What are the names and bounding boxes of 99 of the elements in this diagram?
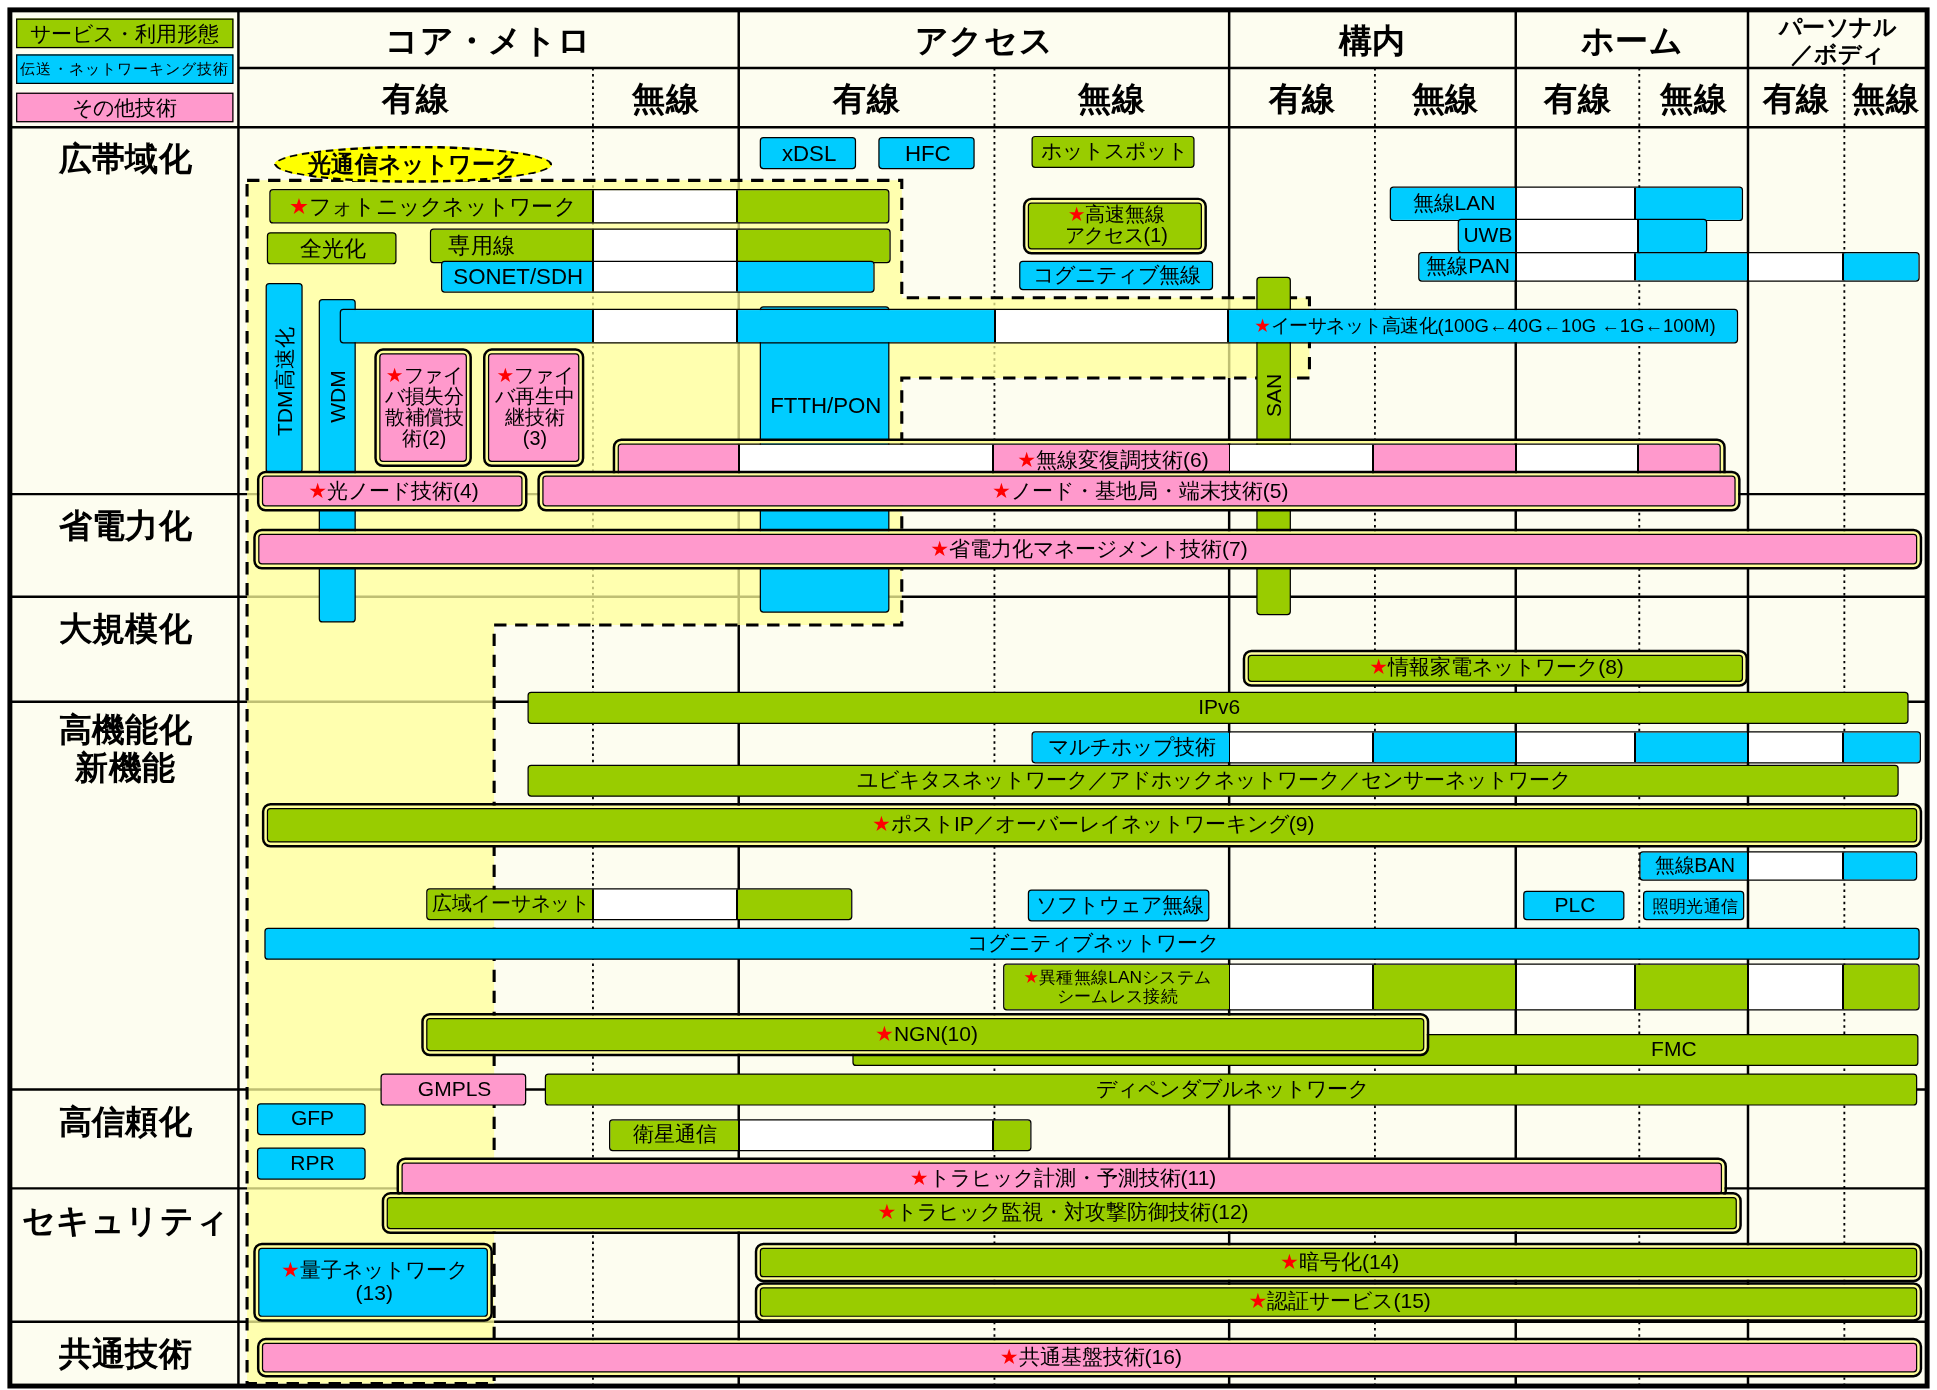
column-header: 無線 bbox=[1852, 79, 1920, 120]
bar-label: ★ファイバ損失分散補償技術(2) bbox=[383, 366, 465, 450]
technology-bar bbox=[1639, 851, 1918, 881]
row-header: 省電力化 bbox=[58, 506, 193, 547]
bar-label: UWB bbox=[1463, 224, 1513, 247]
bar-label: PLC bbox=[1554, 894, 1596, 917]
technology-bar bbox=[441, 260, 875, 293]
bar-label: ★省電力化マネージメント技術(7) bbox=[930, 538, 1248, 561]
bar-label: ★フォトニックネットワーク bbox=[288, 194, 576, 218]
technology-bar bbox=[1019, 260, 1214, 291]
bar-label: ★暗号化(14) bbox=[1280, 1251, 1400, 1274]
technology-bar bbox=[609, 1119, 1032, 1152]
bar-label: ★ノード・基地局・端末技術(5) bbox=[991, 480, 1289, 503]
legend-label: サービス・利用形態 bbox=[30, 20, 220, 48]
row-header: セキュリティ bbox=[21, 1201, 230, 1242]
bar-label: ディペンダブルネットワーク bbox=[1095, 1078, 1369, 1101]
bar-label: GMPLS bbox=[417, 1078, 492, 1101]
bar-label: ★共通基盤技術(16) bbox=[999, 1346, 1182, 1369]
column-header: パーソナル／ボディ bbox=[1777, 13, 1898, 68]
bar-label: ★異種無線LANシステムシームレス接続 bbox=[1022, 968, 1213, 1006]
technology-bar bbox=[1031, 731, 1921, 764]
bar-label: RPR bbox=[290, 1152, 335, 1175]
bar-label: TDM高速化 bbox=[274, 326, 297, 436]
technology-bar bbox=[878, 137, 975, 170]
bar-label: ★無線変復調技術(6) bbox=[1017, 449, 1209, 472]
column-header: 有線 bbox=[1268, 79, 1336, 120]
bar-label: FMC bbox=[1651, 1039, 1697, 1062]
bar-label: IPv6 bbox=[1198, 696, 1241, 719]
technology-bar bbox=[527, 691, 1909, 724]
bar-label: ★光ノード技術(4) bbox=[308, 480, 479, 503]
technology-bar bbox=[429, 228, 891, 264]
bar-label: ★情報家電ネットワーク(8) bbox=[1369, 657, 1624, 680]
technology-bar bbox=[266, 232, 397, 265]
bar-label: 無線LAN bbox=[1412, 192, 1496, 215]
row-header: 広帯域化 bbox=[58, 139, 193, 180]
technology-bar bbox=[269, 189, 890, 224]
technology-bar bbox=[544, 1073, 1918, 1106]
bar-label: ★ファイバ再生中継技術(3) bbox=[494, 366, 576, 450]
bar-label: ★ポストIP／オーバーレイネットワーキング(9) bbox=[872, 814, 1315, 837]
column-header: ホーム bbox=[1580, 20, 1684, 61]
column-header: アクセス bbox=[914, 20, 1054, 61]
bar-label: ★イーサネット高速化(100G←40G←10G ←1G←100M) bbox=[1254, 316, 1716, 336]
technology-bar bbox=[256, 1103, 366, 1136]
bar-label: 衛星通信 bbox=[633, 1124, 718, 1147]
technology-bar bbox=[759, 137, 857, 170]
row-header: 高信頼化 bbox=[58, 1102, 193, 1143]
column-header: 無線 bbox=[1412, 79, 1479, 120]
column-header: コア・メトロ bbox=[385, 20, 592, 61]
technology-bar bbox=[1027, 889, 1210, 922]
bar-label: 照明光通信 bbox=[1651, 896, 1739, 915]
technology-bar bbox=[426, 888, 853, 921]
bar-label: ★NGN(10) bbox=[875, 1023, 978, 1046]
row-header: 高機能化新機能 bbox=[57, 711, 194, 789]
bar-label: FTTH/PON bbox=[770, 394, 882, 418]
column-header: 有線 bbox=[1544, 79, 1611, 120]
technology-bar bbox=[339, 308, 1739, 344]
bar-label: コグニティブ無線 bbox=[1033, 264, 1202, 287]
column-header: 有線 bbox=[1762, 79, 1830, 120]
bar-label: 広域イーサネット bbox=[431, 893, 590, 915]
technology-bar bbox=[1457, 218, 1708, 254]
row-header: 共通技術 bbox=[58, 1334, 193, 1375]
bar-label: ホットスポット bbox=[1040, 140, 1188, 163]
bar-label: ★高速無線アクセス(1) bbox=[1063, 205, 1169, 247]
column-header: 無線 bbox=[1660, 79, 1727, 120]
bar-label: 全光化 bbox=[299, 236, 367, 260]
bar-label: 無線BAN bbox=[1654, 855, 1735, 877]
technology-bar bbox=[1389, 186, 1744, 222]
bar-label: GFP bbox=[290, 1108, 335, 1131]
technology-bar bbox=[1418, 252, 1920, 282]
row-header: 大規模化 bbox=[58, 609, 193, 650]
column-header: 無線 bbox=[1078, 79, 1146, 120]
technology-bar bbox=[256, 1147, 366, 1180]
bar-label: 無線PAN bbox=[1426, 255, 1510, 278]
bar-label: ソフトウェア無線 bbox=[1035, 894, 1204, 917]
bar-label: WDM bbox=[327, 370, 350, 423]
technology-bar bbox=[1643, 890, 1745, 921]
bar-label: ★認証サービス(15) bbox=[1248, 1291, 1431, 1314]
column-header: 構内 bbox=[1339, 20, 1406, 61]
technology-bar bbox=[527, 764, 1899, 797]
column-header: 有線 bbox=[382, 79, 450, 120]
legend-label: その他技術 bbox=[72, 94, 178, 122]
technology-bar bbox=[264, 927, 1920, 960]
bar-label: 専用線 bbox=[448, 234, 516, 258]
bar-label: ★トラヒック計測・予測技術(11) bbox=[909, 1167, 1217, 1190]
bar-label: ★トラヒック監視・対攻撃防御技術(12) bbox=[877, 1202, 1249, 1225]
bar-label: ユビキタスネットワーク／アドホックネットワーク／センサーネットワーク bbox=[857, 769, 1572, 792]
legend-label: 伝送・ネットワーキング技術 bbox=[20, 58, 230, 80]
column-header: 有線 bbox=[833, 79, 900, 120]
bar-label: xDSL bbox=[781, 141, 837, 165]
bar-label: HFC bbox=[904, 141, 951, 165]
technology-bar bbox=[1523, 890, 1625, 921]
technology-bar bbox=[1003, 963, 1920, 1011]
technology-bar bbox=[1031, 135, 1195, 168]
bar-label: SONET/SDH bbox=[453, 265, 584, 289]
bar-label: SAN bbox=[1263, 373, 1286, 417]
bar-label: マルチホップ技術 bbox=[1047, 736, 1216, 759]
column-header: 無線 bbox=[632, 79, 700, 120]
bar-label: コグニティブネットワーク bbox=[967, 932, 1220, 955]
bar-label: ★量子ネットワーク(13) bbox=[279, 1260, 469, 1305]
